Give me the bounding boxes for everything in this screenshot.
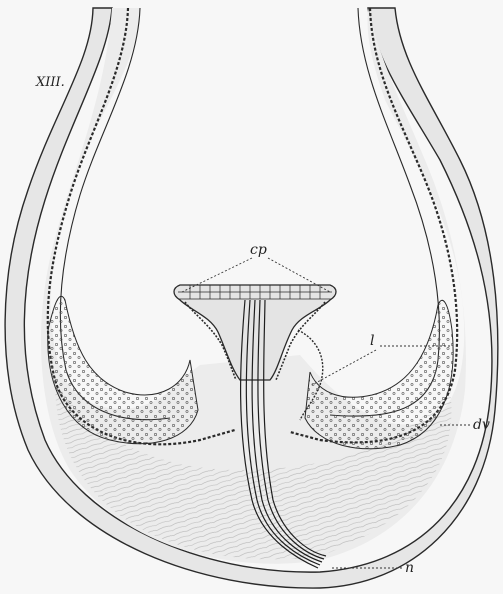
label-dv: dv xyxy=(473,417,490,433)
label-l: l xyxy=(370,333,374,349)
label-n: n xyxy=(405,560,414,576)
plate-number: XIII. xyxy=(35,75,65,90)
label-cp: cp xyxy=(250,242,267,258)
